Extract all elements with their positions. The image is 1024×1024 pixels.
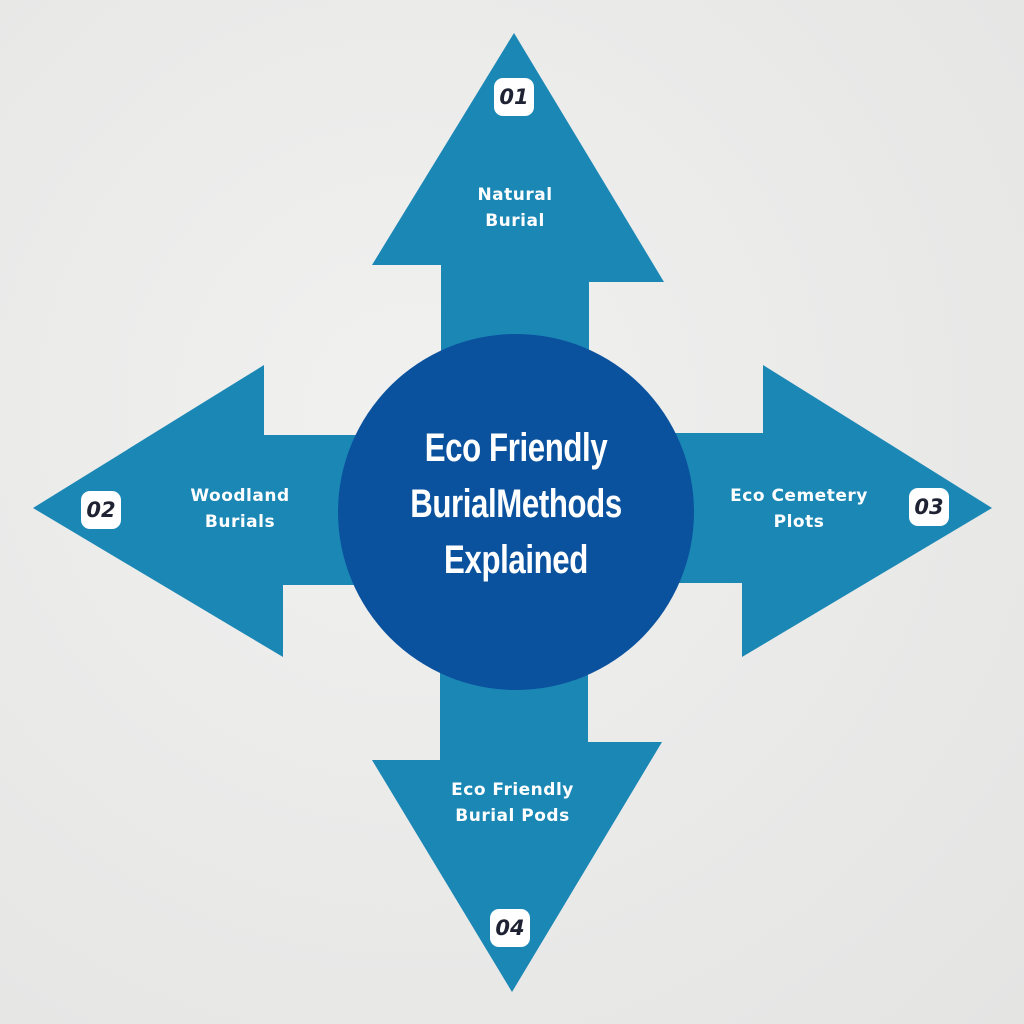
arrow-down [372,650,662,992]
label-line: Eco Friendly [451,780,574,800]
arrow-left [33,365,380,657]
title-line: Eco Friendly [424,426,608,470]
label-line: Plots [773,512,825,532]
arrow-up [372,33,664,380]
badge-02: 02 [81,491,121,529]
label-line: Burial [485,211,545,231]
title-line: BurialMethods [410,482,622,526]
label-line: Woodland [190,486,290,506]
badge-04: 04 [490,909,530,947]
diagram-title: Eco Friendly BurialMethods Explained [394,420,637,588]
label-eco-cemetery-plots: Eco Cemetery Plots [689,483,909,535]
center-circle [338,334,694,690]
label-natural-burial: Natural Burial [415,182,615,234]
title-line: Explained [444,538,588,582]
label-woodland-burials: Woodland Burials [140,483,340,535]
badge-03: 03 [909,488,949,526]
label-line: Burials [204,512,276,532]
label-line: Eco Cemetery [730,486,868,506]
label-line: Natural [477,185,553,205]
label-eco-friendly-burial-pods: Eco Friendly Burial Pods [400,777,625,829]
label-line: Burial Pods [455,806,570,826]
arrow-right [650,365,992,657]
badge-01: 01 [494,78,534,116]
